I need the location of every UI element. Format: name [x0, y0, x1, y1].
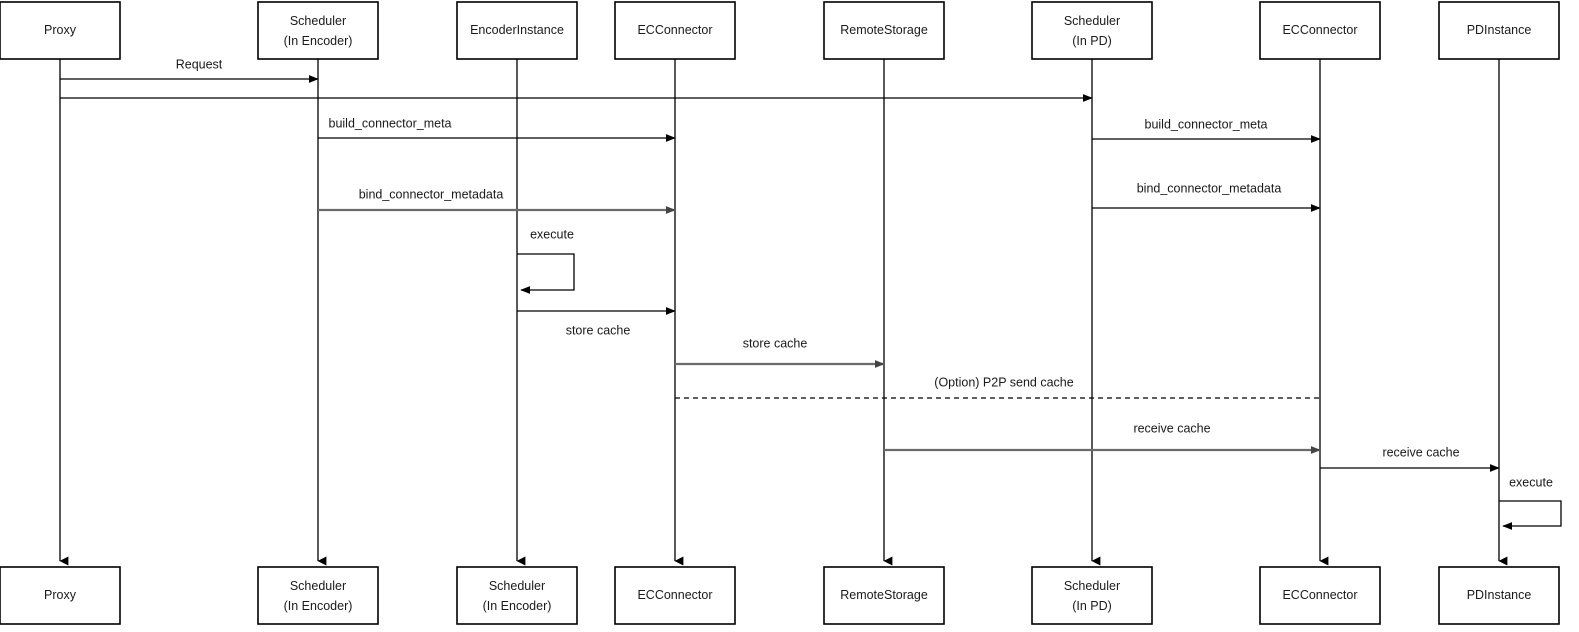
participant-header-label-sched-pd: Scheduler	[1064, 14, 1120, 28]
participant-header-sublabel-sched-enc: (In Encoder)	[284, 34, 353, 48]
self-message-label-execute-pd: execute	[1509, 475, 1553, 489]
participant-footer-label-proxy: Proxy	[44, 588, 77, 602]
message-label-receive-cache-2: receive cache	[1382, 445, 1459, 459]
participant-header-label-ecc-right: ECConnector	[1282, 23, 1357, 37]
participant-footer-box-ecc-left[interactable]	[614, 566, 736, 625]
message-label-store-cache-1: store cache	[566, 323, 631, 337]
self-messages-group: execute execute	[517, 227, 1562, 530]
participant-header-label-remote: RemoteStorage	[840, 23, 928, 37]
participant-footer-label-sched-pd: Scheduler	[1064, 579, 1120, 593]
participant-footer-box-encoder-inst[interactable]	[456, 566, 578, 625]
participant-footer-label-sched-enc: Scheduler	[290, 579, 346, 593]
participant-footer-box-sched-pd[interactable]	[1031, 566, 1153, 625]
message-label-request: Request	[176, 57, 223, 71]
self-message-execute-pd	[1499, 500, 1562, 530]
participant-footer-box-sched-enc[interactable]	[257, 566, 379, 625]
participant-header-box-remote[interactable]	[823, 1, 945, 60]
participant-footer-box-proxy[interactable]	[0, 566, 121, 625]
participant-footer-box-remote[interactable]	[823, 566, 945, 625]
message-label-p2p-send-cache: (Option) P2P send cache	[934, 375, 1073, 389]
participant-header-label-ecc-left: ECConnector	[637, 23, 712, 37]
participant-footer-label-ecc-right: ECConnector	[1282, 588, 1357, 602]
messages-group: Request build_connector_meta build_connect…	[60, 57, 1500, 472]
participant-header-box-pd-inst[interactable]	[1438, 1, 1560, 60]
participant-footer-sublabel-sched-enc: (In Encoder)	[284, 599, 353, 613]
participant-footers-group: Proxy Scheduler (In Encoder) Scheduler (In E…	[0, 566, 1560, 625]
participant-header-sublabel-sched-pd: (In PD)	[1072, 34, 1112, 48]
message-label-store-cache-2: store cache	[743, 336, 808, 350]
self-message-label-execute-encoder: execute	[530, 227, 574, 241]
message-label-build-meta-l: build_connector_meta	[329, 116, 452, 130]
participant-header-label-encoder-inst: EncoderInstance	[470, 23, 564, 37]
self-message-execute-encoder	[517, 253, 575, 294]
participant-header-box-encoder-inst[interactable]	[456, 1, 578, 60]
participant-header-box-sched-pd[interactable]	[1031, 1, 1153, 60]
message-label-bind-meta-l: bind_connector_metadata	[359, 187, 504, 201]
participant-header-box-ecc-right[interactable]	[1259, 1, 1381, 60]
message-label-receive-cache-1: receive cache	[1133, 421, 1210, 435]
participant-headers-group: Proxy Scheduler (In Encoder) EncoderInstanc…	[0, 1, 1560, 60]
participant-header-label-proxy: Proxy	[44, 23, 77, 37]
participant-footer-box-ecc-right[interactable]	[1259, 566, 1381, 625]
participant-footer-label-pd-inst: PDInstance	[1467, 588, 1532, 602]
participant-header-box-ecc-left[interactable]	[614, 1, 736, 60]
message-label-bind-meta-r: bind_connector_metadata	[1137, 181, 1282, 195]
participant-header-label-sched-enc: Scheduler	[290, 14, 346, 28]
participant-footer-box-pd-inst[interactable]	[1438, 566, 1560, 625]
participant-header-label-pd-inst: PDInstance	[1467, 23, 1532, 37]
participant-footer-label-remote: RemoteStorage	[840, 588, 928, 602]
participant-footer-label-ecc-left: ECConnector	[637, 588, 712, 602]
participant-footer-label-encoder-inst: Scheduler	[489, 579, 545, 593]
participant-header-box-proxy[interactable]	[0, 1, 121, 60]
participant-header-box-sched-enc[interactable]	[257, 1, 379, 60]
participant-footer-sublabel-encoder-inst: (In Encoder)	[483, 599, 552, 613]
participant-footer-sublabel-sched-pd: (In PD)	[1072, 599, 1112, 613]
lifelines-group	[59, 59, 1508, 566]
message-label-build-meta-r: build_connector_meta	[1145, 117, 1268, 131]
